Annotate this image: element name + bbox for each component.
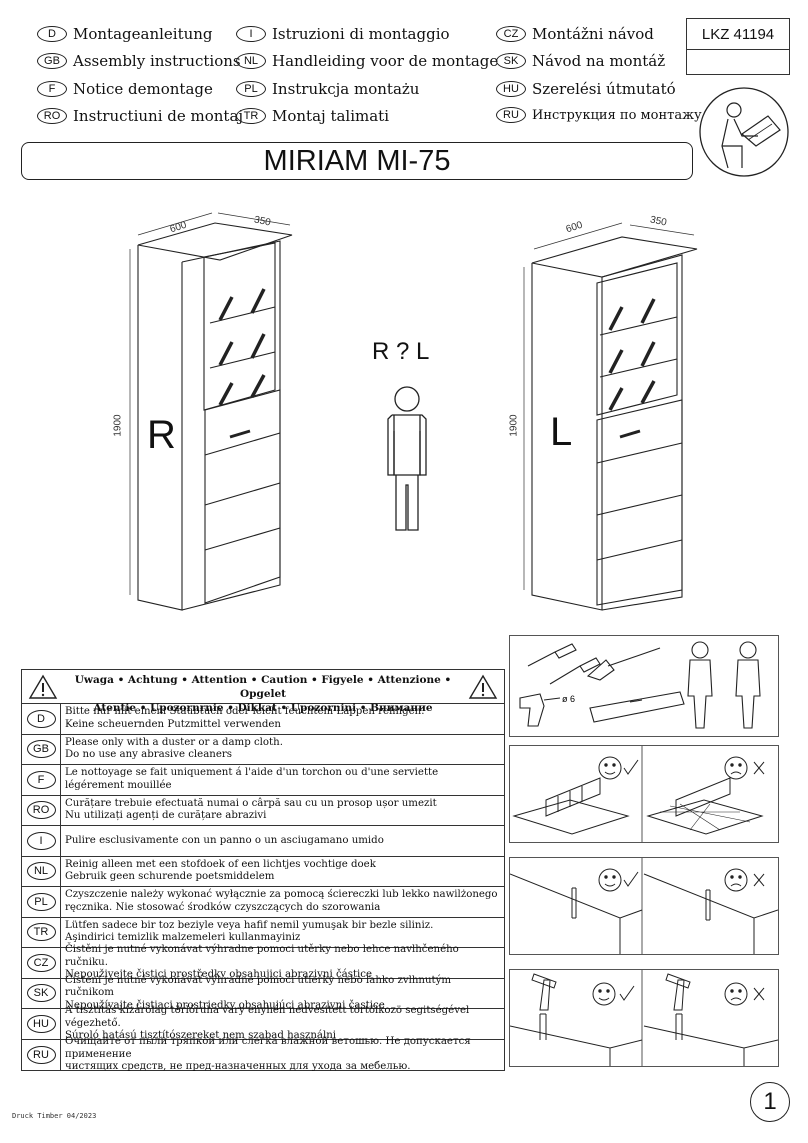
product-code-blank-cell — [686, 48, 790, 75]
drill-size-label: ø 6 — [562, 694, 575, 704]
read-instructions-icon — [699, 87, 789, 177]
variant-left-label: L — [550, 410, 573, 454]
variant-question: R ? L — [372, 338, 430, 365]
warning-header: Uwaga • Achtung • Attention • Caution • … — [22, 670, 504, 714]
person-icon — [387, 386, 427, 531]
dim-height-left: 1900 — [508, 414, 520, 437]
cabinet-left-drawing — [523, 222, 698, 611]
dowel-panel — [509, 857, 779, 955]
hammer-icon — [509, 970, 779, 1066]
warning-triangle-icon — [468, 674, 498, 699]
tools-icon: ø 6 — [519, 641, 761, 729]
warning-triangle-icon — [28, 674, 58, 699]
page-title: MIRIAM MI-75 — [21, 142, 693, 180]
cabinet-right-drawing — [129, 212, 293, 611]
hammer-panel — [509, 969, 779, 1067]
dowel-icon — [509, 858, 779, 954]
care-warning-table: Uwaga • Achtung • Attention • Caution • … — [21, 669, 505, 1072]
assembly-surface-icon — [512, 746, 765, 842]
assembly-surface-panel — [509, 745, 779, 843]
dim-height-right: 1900 — [112, 414, 124, 437]
variant-right-label: R — [147, 413, 176, 457]
tools-panel: ø 6 — [509, 635, 779, 737]
print-footer: Druck Timber 04/2023 — [12, 1112, 97, 1120]
page-number: 1 — [750, 1082, 790, 1122]
product-code: LKZ 41194 — [686, 18, 790, 50]
